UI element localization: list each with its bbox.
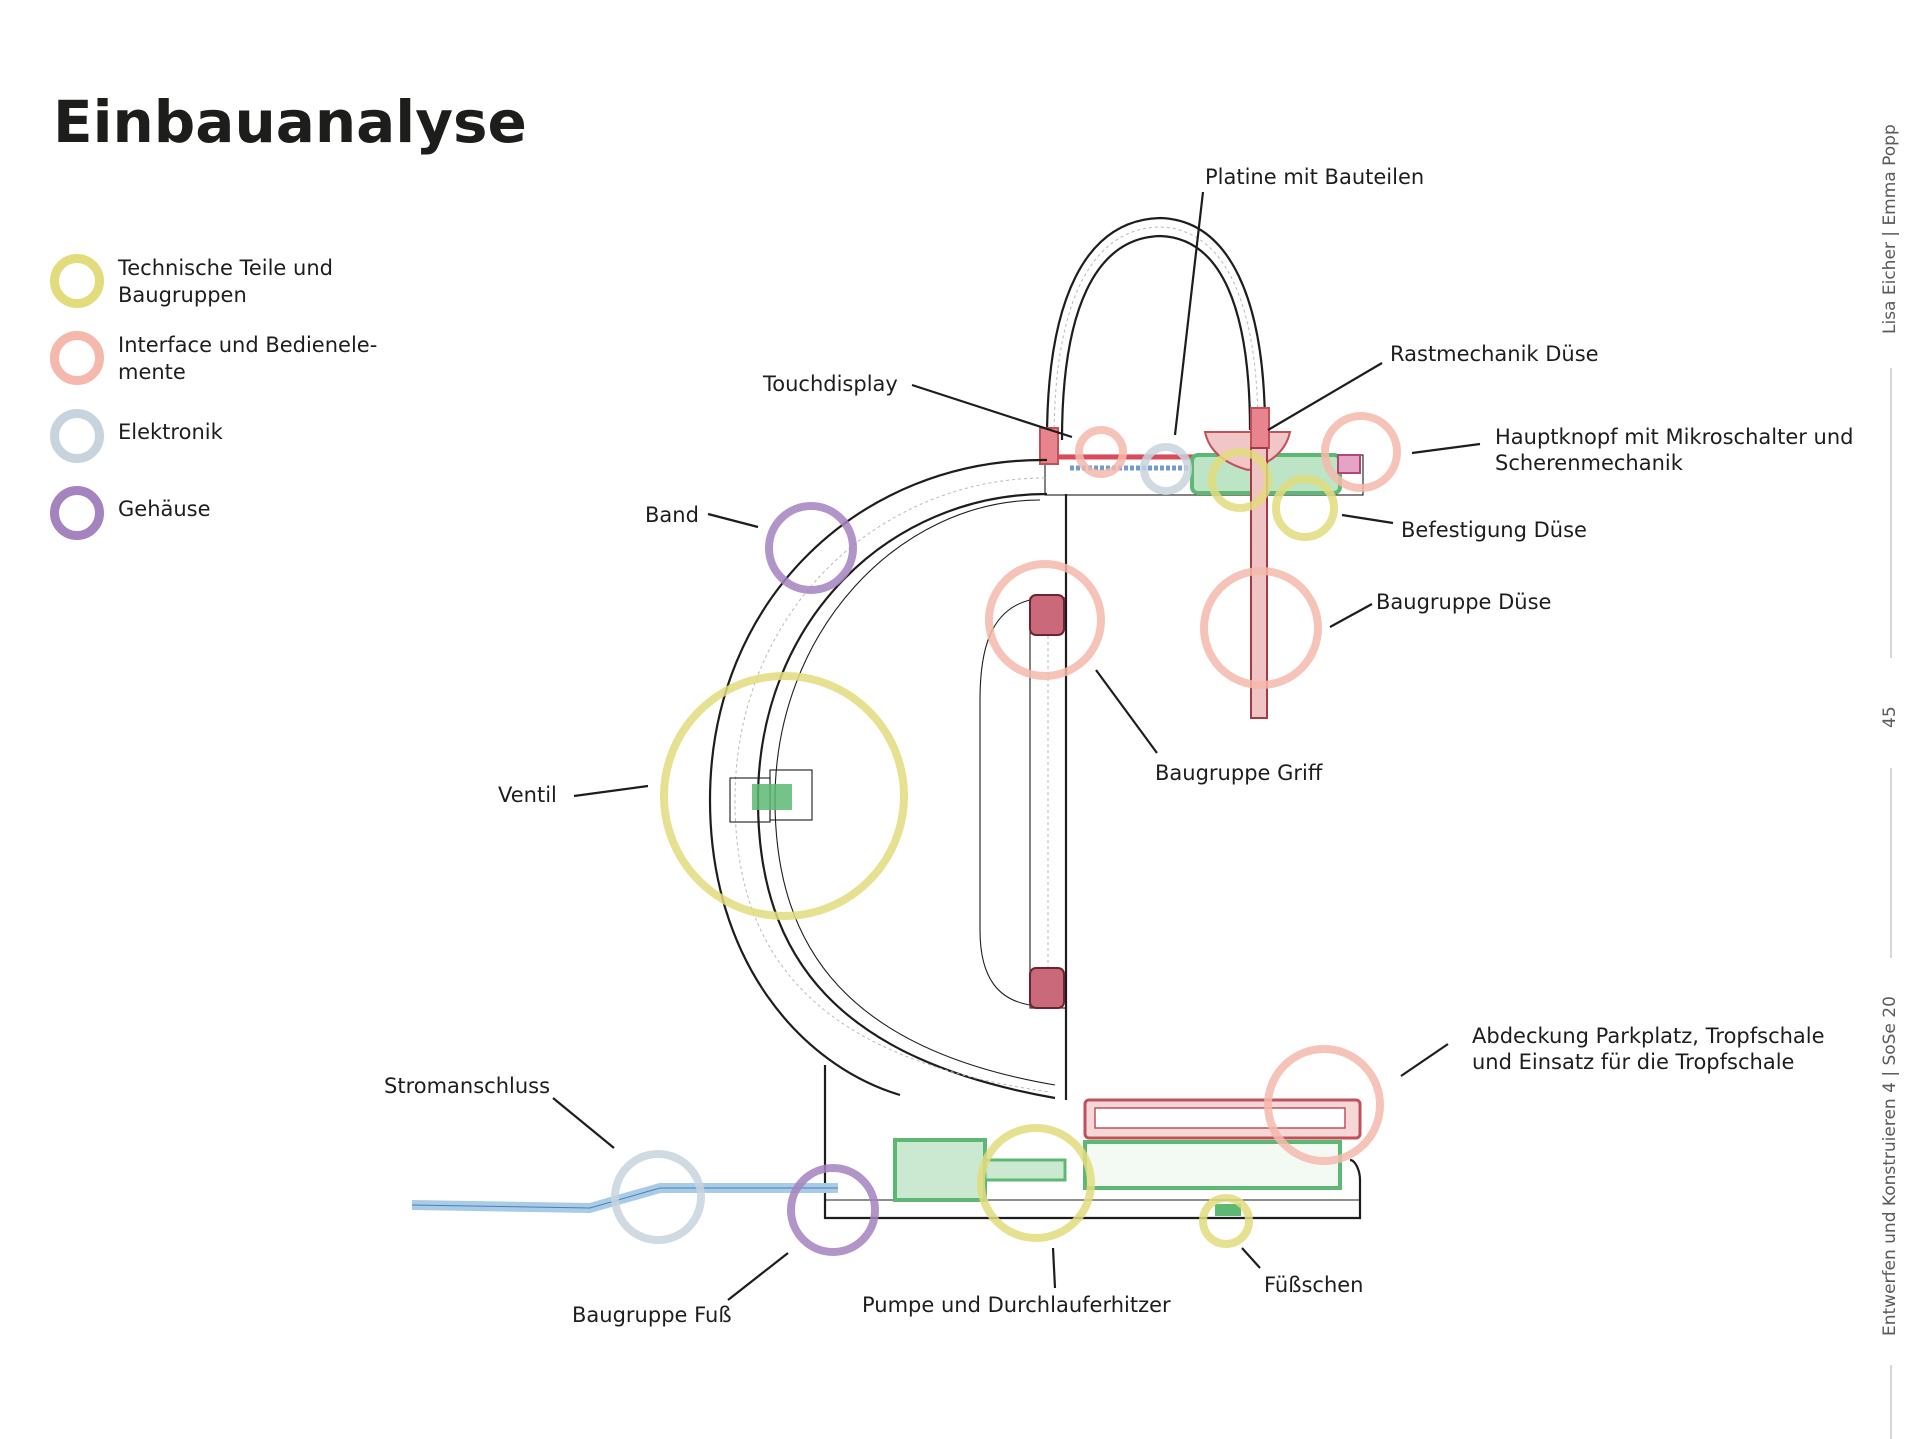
leader-befestigung (1341, 513, 1394, 525)
sidebar-divider (1890, 768, 1892, 958)
legend-ring-pink-icon (50, 331, 104, 385)
legend-label: Interface und Bedienele- mente (118, 333, 378, 384)
label-platine: Platine mit Bauteilen (1205, 165, 1424, 189)
legend-item-interface: Interface und Bedienele- mente (48, 331, 448, 391)
handle-outline (979, 599, 1031, 1006)
sidebar-divider (1890, 1365, 1892, 1439)
label-baugruppe-griff: Baugruppe Griff (1155, 761, 1323, 785)
ring-ventil (660, 672, 908, 920)
legend-ring-purple-icon (50, 486, 104, 540)
foot (1215, 1204, 1241, 1216)
hose-arc-inner (1060, 234, 1252, 441)
label-touchdisplay: Touchdisplay (762, 372, 898, 396)
label-hauptknopf-line1: Hauptknopf mit Mikroschalter und (1495, 425, 1854, 449)
ring-griff (985, 560, 1105, 680)
machine-drawing (411, 216, 1364, 1220)
ring-fuesschen (1199, 1194, 1253, 1248)
leader-abdeckung (1400, 1043, 1449, 1077)
handle-bar (1029, 597, 1067, 1009)
ring-hauptknopf (1321, 412, 1401, 492)
legend-label: Elektronik (118, 420, 223, 444)
ring-stromanschluss (611, 1150, 705, 1244)
main-button (1337, 454, 1361, 474)
leader-stromanschluss (552, 1097, 615, 1149)
label-abdeckung-line1: Abdeckung Parkplatz, Tropfschale (1472, 1024, 1825, 1048)
leader-griff (1095, 669, 1158, 754)
legend-item-technische-teile: Technische Teile und Baugruppen (48, 254, 448, 314)
label-befestigung: Befestigung Düse (1401, 518, 1587, 542)
callout-labels: Platine mit Bauteilen Rastmechanik Düse … (384, 165, 1854, 1327)
page-sidebar: Lisa Eicher | Emma Popp 45 Entwerfen und… (1860, 0, 1920, 1439)
legend-label: Technische Teile und Baugruppen (118, 256, 333, 307)
leader-pumpe (1051, 1247, 1057, 1289)
pump-outlet (983, 1158, 1067, 1182)
leader-ventil (573, 784, 649, 798)
base-housing (823, 1065, 1362, 1220)
ring-band (765, 502, 857, 594)
hose-arc (1045, 216, 1267, 441)
heater-assembly (1083, 1140, 1342, 1190)
leader-lines (552, 191, 1481, 1301)
label-baugruppe-fuss: Baugruppe Fuß (572, 1303, 732, 1327)
handle-clip-bottom (1029, 967, 1065, 1009)
ring-fuss (787, 1164, 879, 1256)
ring-platine (1140, 443, 1192, 495)
hose-clamp-left (1039, 427, 1059, 465)
nozzle-tube (1250, 447, 1268, 719)
leader-rastmechanik (1267, 362, 1383, 431)
label-stromanschluss: Stromanschluss (384, 1074, 550, 1098)
label-pumpe: Pumpe und Durchlauferhitzer (862, 1293, 1171, 1317)
page-title: Einbauanalyse (53, 88, 527, 156)
legend-ring-yellow-icon (50, 254, 104, 308)
leader-hauptknopf (1411, 442, 1481, 455)
leader-platine (1173, 191, 1205, 436)
pump (893, 1138, 987, 1202)
ring-touchdisplay (1075, 426, 1127, 478)
leader-touchdisplay (911, 383, 1073, 439)
leader-duese (1329, 603, 1373, 628)
ring-rastmechanik (1208, 448, 1272, 512)
hose-clamp-right (1250, 407, 1270, 449)
housing-outer-arc (708, 458, 1048, 1097)
leader-band (707, 512, 759, 529)
leader-fuss (727, 1252, 789, 1301)
label-rastmechanik: Rastmechanik Düse (1390, 342, 1599, 366)
label-ventil: Ventil (498, 783, 557, 807)
handle-clip-top (1029, 594, 1065, 636)
legend-ring-grey-icon (50, 409, 104, 463)
valve-spring (752, 784, 792, 810)
label-abdeckung-line2: und Einsatz für die Tropfschale (1472, 1050, 1794, 1074)
legend-item-gehaeuse: Gehäuse (48, 486, 448, 546)
label-hauptknopf-line2: Scherenmechanik (1495, 451, 1684, 475)
ring-abdeckung (1264, 1045, 1384, 1165)
label-fuesschen: Füßschen (1264, 1273, 1364, 1297)
legend-item-elektronik: Elektronik (48, 409, 448, 469)
label-baugruppe-duese: Baugruppe Düse (1376, 590, 1551, 614)
ring-pumpe (977, 1124, 1095, 1242)
label-band: Band (645, 503, 699, 527)
highlight-rings (611, 412, 1401, 1256)
ring-befestigung (1272, 475, 1338, 541)
sidebar-divider (1890, 368, 1892, 658)
ring-duese (1200, 567, 1322, 689)
leader-fuesschen (1241, 1247, 1261, 1269)
legend-label: Gehäuse (118, 497, 211, 521)
